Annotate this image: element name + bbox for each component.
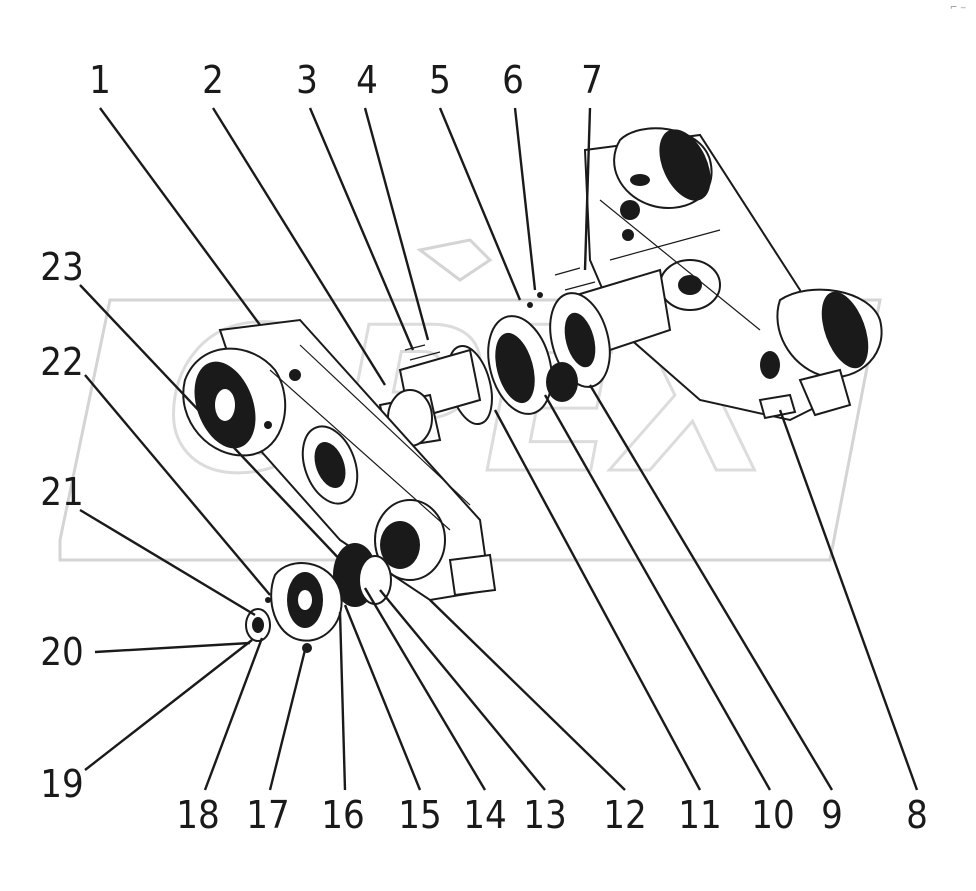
callout-11: 11 (678, 793, 722, 837)
callout-14: 14 (463, 793, 507, 837)
callout-21: 21 (40, 470, 84, 514)
leader-1 (99, 107, 261, 326)
leader-5 (438, 107, 522, 301)
callout-13: 13 (523, 793, 567, 837)
leader-lines (79, 107, 919, 791)
callout-23: 23 (40, 245, 84, 289)
callout-12: 12 (603, 793, 647, 837)
leader-7 (583, 107, 592, 271)
callout-labels: 1 2 3 4 5 6 7 8 9 10 11 12 13 14 15 16 1… (40, 58, 928, 837)
callout-20: 20 (40, 630, 84, 674)
callout-15: 15 (398, 793, 442, 837)
leader-12 (429, 599, 626, 791)
callout-9: 9 (821, 793, 843, 837)
leader-6 (513, 107, 537, 291)
rear-axle-assembly (583, 127, 883, 422)
callout-10: 10 (751, 793, 795, 837)
leader-16 (338, 611, 347, 791)
leader-23 (79, 284, 346, 566)
leader-11 (493, 409, 702, 791)
leader-22 (84, 374, 271, 596)
leader-18 (203, 637, 264, 791)
callout-2: 2 (202, 58, 224, 102)
leader-8 (778, 409, 919, 791)
callout-3: 3 (296, 58, 318, 102)
leader-9 (588, 384, 834, 791)
front-axle-assembly (182, 318, 497, 602)
leader-10 (543, 394, 772, 791)
leader-19 (84, 639, 253, 771)
leader-15 (343, 604, 422, 791)
leader-4 (363, 107, 430, 341)
callout-4: 4 (356, 58, 378, 102)
callout-8: 8 (906, 793, 928, 837)
callout-1: 1 (89, 58, 111, 102)
leader-3 (308, 107, 415, 351)
leader-13 (379, 589, 546, 791)
callout-19: 19 (40, 762, 84, 806)
leader-14 (363, 587, 487, 791)
leader-21 (79, 508, 256, 617)
callout-22: 22 (40, 340, 84, 384)
leader-2 (211, 107, 387, 386)
callout-17: 17 (246, 793, 290, 837)
leader-20 (94, 641, 251, 654)
callout-6: 6 (502, 58, 524, 102)
callout-7: 7 (581, 58, 603, 102)
leader-17 (268, 649, 307, 791)
callout-18: 18 (176, 793, 220, 837)
callout-5: 5 (429, 58, 451, 102)
callout-16: 16 (321, 793, 365, 837)
corner-mark: ⌐ ‒ (950, 3, 966, 13)
